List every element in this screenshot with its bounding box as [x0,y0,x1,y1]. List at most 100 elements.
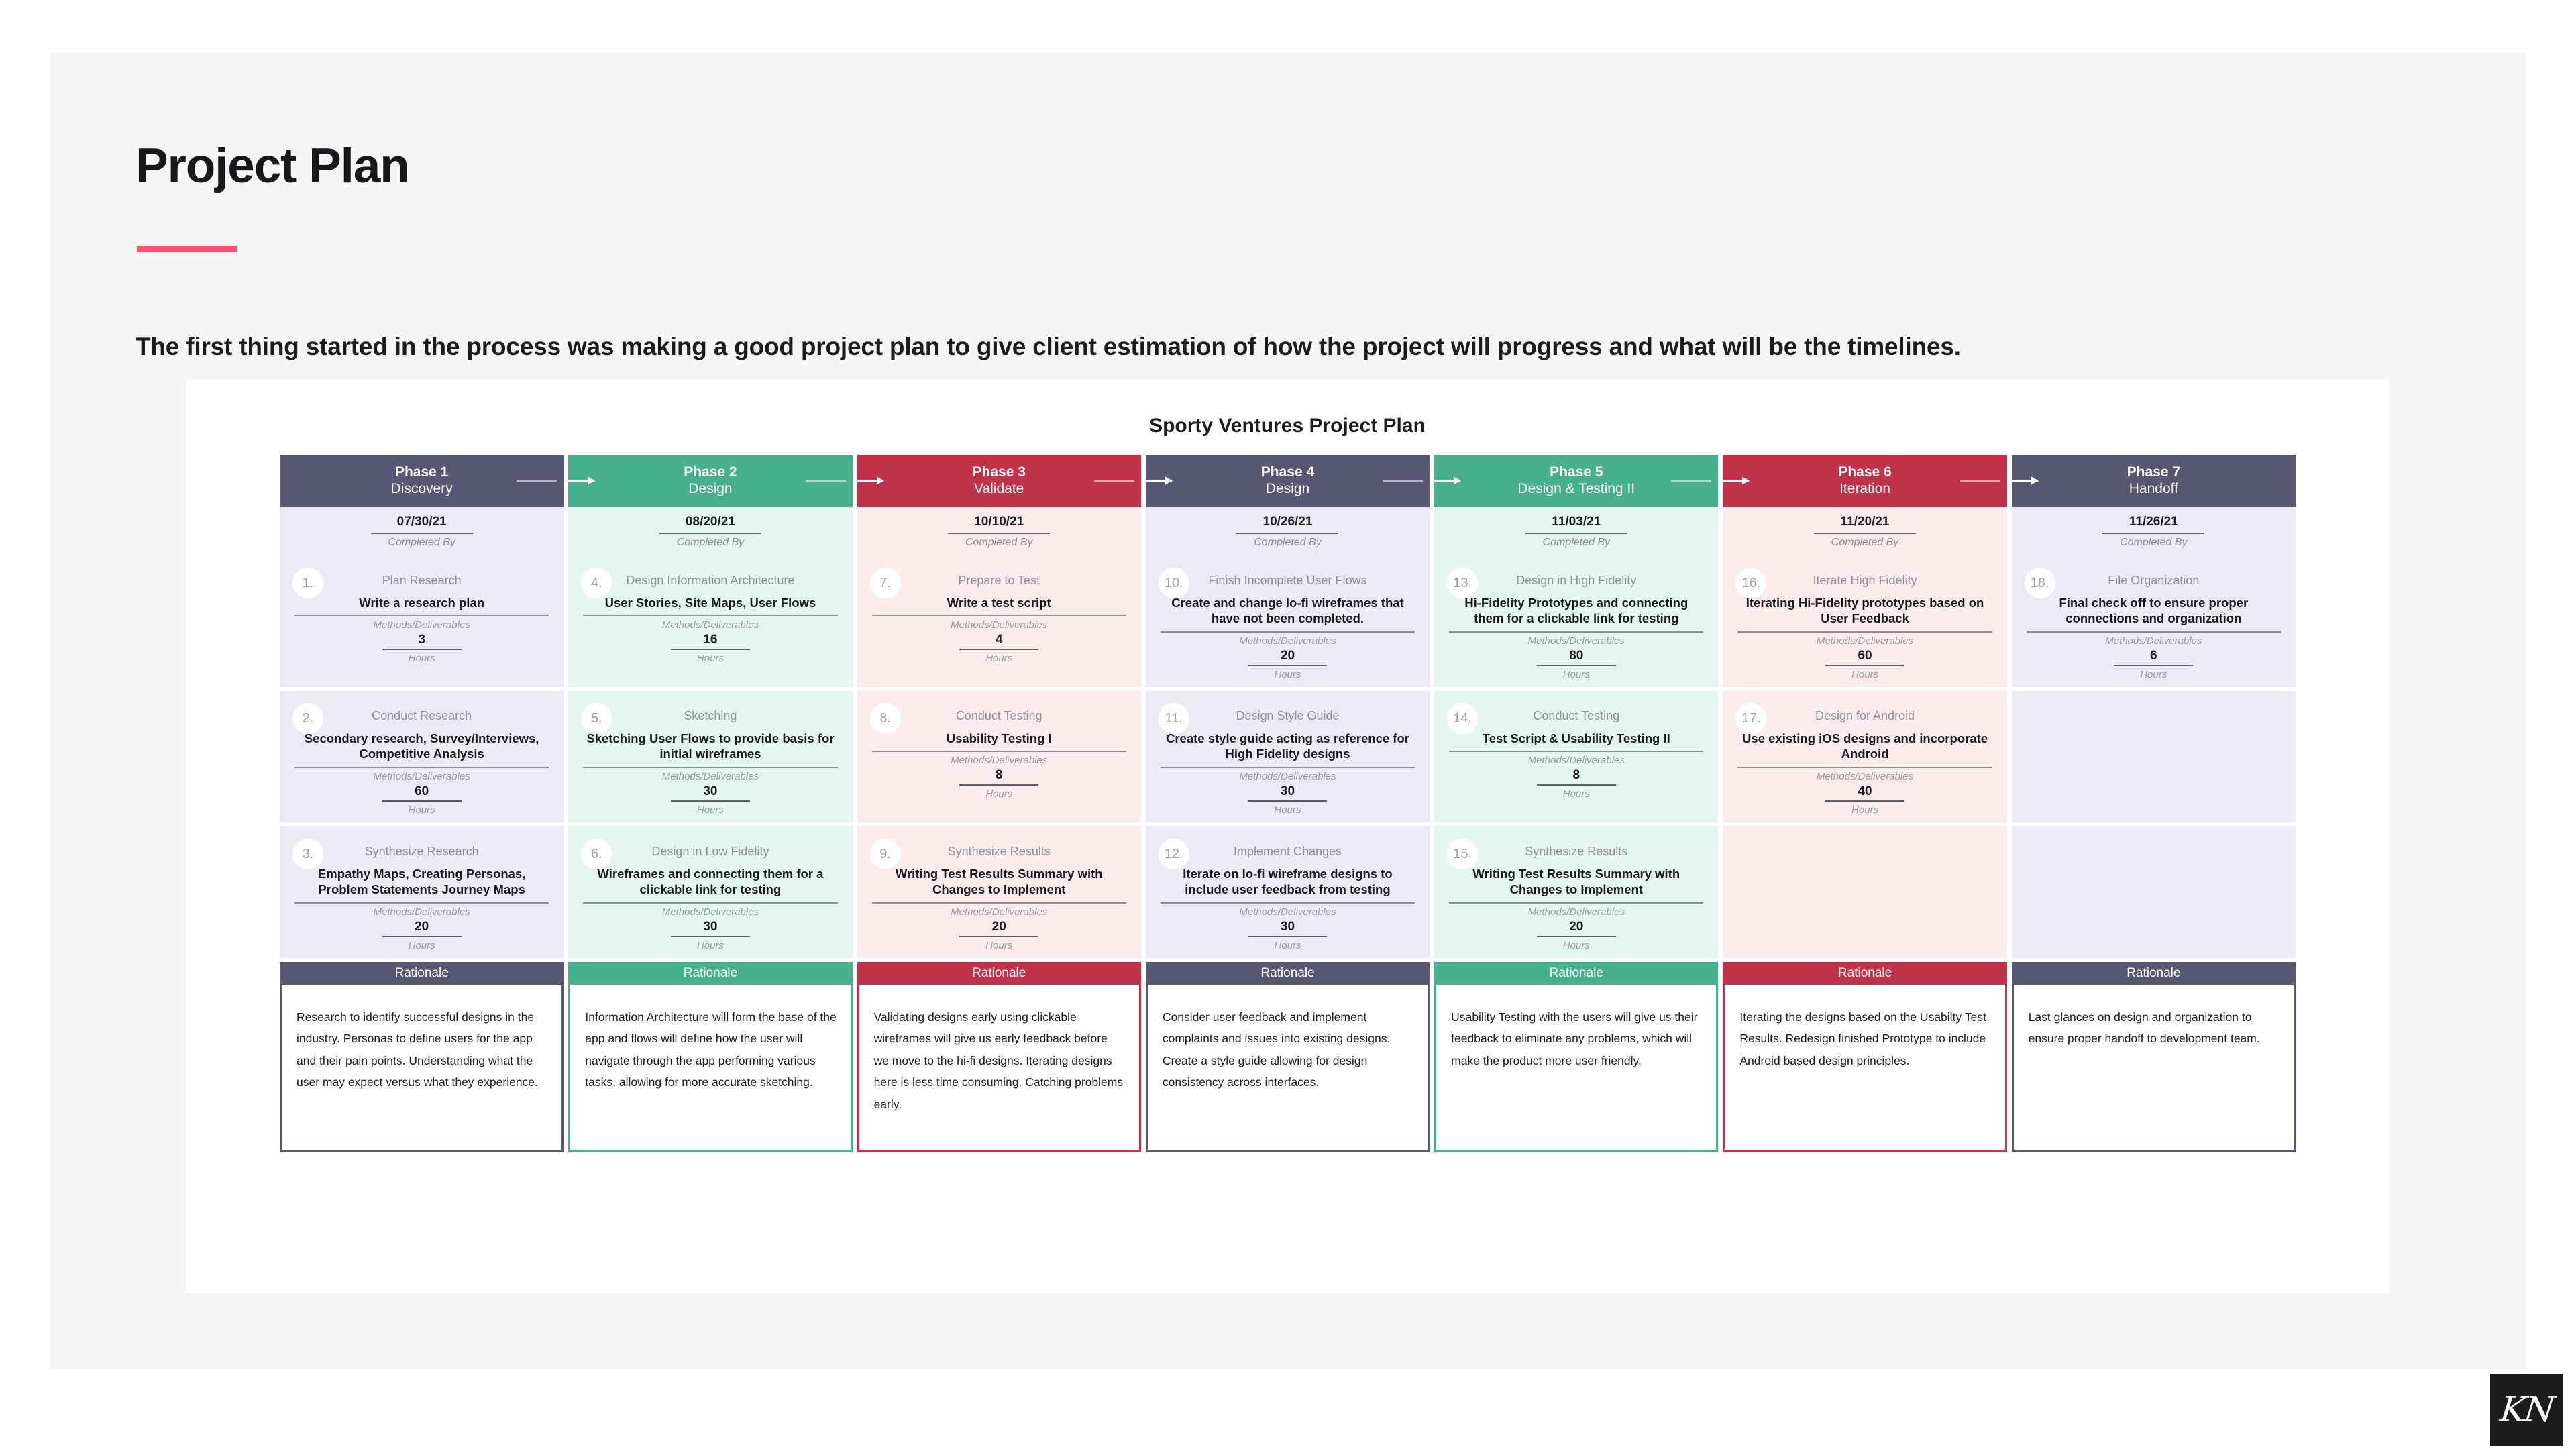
task-name: Prepare to Test [958,574,1040,587]
rationale-text: Consider user feedback and implement com… [1145,985,1430,1152]
methods-rule [583,615,838,617]
task-number-badge: 7. [869,568,901,598]
task-deliverable: Sketching User Flows to provide basis fo… [586,731,835,761]
task-name: Conduct Testing [955,709,1042,722]
task-deliverable: Wireframes and connecting them for a cli… [597,867,824,897]
methods-rule [1160,902,1415,904]
rationale-text: Iterating the designs based on the Usabi… [1723,985,2007,1152]
methods-rule [1160,766,1415,768]
task-deliverable: Hi-Fidelity Prototypes and connecting th… [1464,596,1688,626]
rationale-text: Usability Testing with the users will gi… [1434,985,1719,1152]
task-hours-value: 6 [2150,648,2157,663]
task-deliverable: Iterating Hi-Fidelity prototypes based o… [1746,596,1984,626]
phase-number: Phase 3 [972,464,1026,480]
task-number-badge: 5. [581,703,612,734]
hours-rule [382,800,462,802]
hours-rule [1536,664,1616,666]
task-hours-value: 20 [415,919,429,934]
task-number-badge: 9. [869,839,901,869]
page-subtitle: The first thing started in the process w… [136,333,1961,360]
task-hours-value: 8 [995,768,1003,783]
task-hours-value: 8 [1572,768,1580,783]
rationale-header: Rationale [1434,962,1719,985]
arrow-right-icon [852,476,884,485]
task-hours-value: 16 [703,633,718,647]
task-hours-value: 30 [703,919,718,934]
rationale-text: Information Architecture will form the b… [568,985,853,1152]
task-name: Conduct Testing [1533,709,1620,722]
hours-label: Hours [408,804,435,816]
methods-rule [583,766,838,768]
hours-label: Hours [1851,668,1879,680]
arrow-tail-icon [1960,480,2000,482]
methods-deliverables-label: Methods/Deliverables [1527,635,1625,647]
arrow-right-icon [1430,476,1462,485]
task-deliverable: Test Script & Usability Testing II [1482,731,1670,746]
phase-completion-date: 07/30/21 [396,514,447,529]
task-hours-value: 60 [1858,648,1872,663]
monogram-text: KN [2498,1390,2555,1430]
hours-label: Hours [2140,668,2167,680]
task-number-badge: 13. [1447,568,1479,598]
completed-by-label: Completed By [965,537,1033,549]
phase-number: Phase 4 [1260,464,1315,480]
methods-rule [1737,631,1992,633]
date-rule [2102,533,2205,535]
phase-name: Handoff [2129,481,2178,496]
date-rule [948,533,1051,535]
methods-rule [294,766,549,768]
rationale-text: Last glances on design and organization … [2011,985,2296,1152]
phase-completion-date: 08/20/21 [685,514,735,529]
rationale-header: Rationale [568,962,853,985]
hours-label: Hours [1851,804,1879,816]
task-number-badge: 15. [1447,839,1479,869]
task-deliverable: Create and change lo-fi wireframes that … [1171,596,1404,626]
hours-label: Hours [985,788,1013,800]
hours-label: Hours [696,804,724,816]
completed-by-label: Completed By [1254,537,1322,549]
task-number-badge: 10. [1158,568,1189,598]
hours-rule [959,784,1039,786]
phase-number: Phase 7 [2127,464,2181,480]
task-deliverable: User Stories, Site Maps, User Flows [604,596,816,610]
hours-label: Hours [408,939,435,951]
hours-label: Hours [985,653,1013,665]
hours-label: Hours [1562,788,1590,800]
methods-deliverables-label: Methods/Deliverables [1816,635,1914,647]
methods-deliverables-label: Methods/Deliverables [1527,906,1625,918]
arrow-tail-icon [1383,480,1424,482]
methods-deliverables-label: Methods/Deliverables [951,619,1048,631]
phase-completion-date: 11/20/21 [1840,514,1890,529]
